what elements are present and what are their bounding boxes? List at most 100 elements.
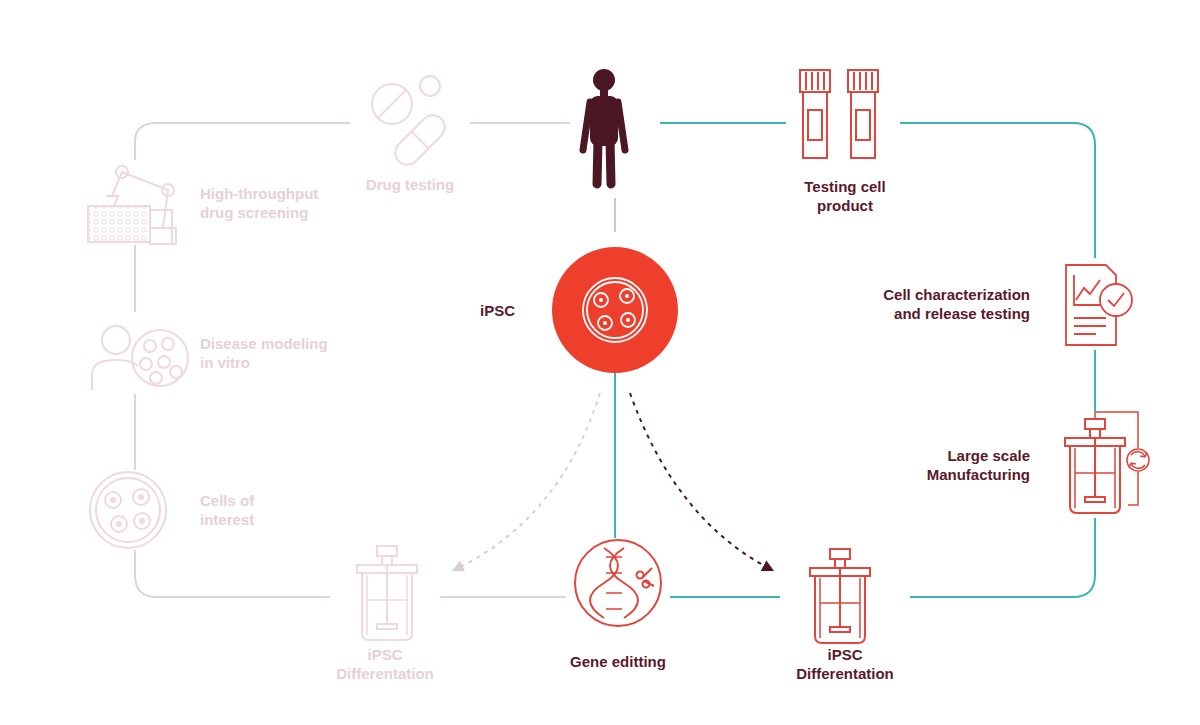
connector bbox=[134, 245, 136, 312]
figure-wires-part bbox=[614, 198, 616, 232]
connector bbox=[900, 123, 1095, 258]
cycle-icon-part bbox=[1129, 452, 1147, 468]
tube-icon-part bbox=[851, 92, 875, 158]
connector bbox=[630, 393, 772, 570]
cell-dish-icon bbox=[90, 472, 166, 548]
cell-dish-icon-part bbox=[105, 492, 121, 508]
node-text: High-throughput drug screening bbox=[200, 184, 350, 222]
step-label: Testing cell product bbox=[790, 65, 900, 215]
step-label: iPSC Differentation bbox=[330, 545, 440, 685]
patient-dish-icon-part bbox=[102, 326, 130, 354]
ipsc-circle-part bbox=[552, 247, 678, 373]
dna-icon-part bbox=[610, 548, 638, 618]
cycle-icon-part bbox=[1131, 452, 1145, 469]
figure-wires bbox=[470, 123, 786, 232]
ipsc-circle-part-part bbox=[598, 316, 612, 330]
pill-icon-part bbox=[378, 90, 406, 118]
pill-icon-part-part bbox=[412, 132, 429, 149]
bioreactor-icon bbox=[1065, 419, 1125, 513]
node-text: Cells of interest bbox=[200, 491, 300, 529]
connector bbox=[135, 550, 330, 597]
ipsc-circle-part-part bbox=[620, 289, 634, 303]
patient-dish-icon bbox=[92, 326, 188, 390]
connector bbox=[910, 518, 1095, 597]
tube-icon-part bbox=[856, 110, 870, 140]
report-icon-part bbox=[1074, 275, 1102, 305]
step-label: High-throughput drug screening bbox=[85, 160, 350, 245]
node-text: Disease modeling in vitro bbox=[200, 334, 330, 372]
report-icon-part bbox=[1076, 280, 1100, 300]
ipsc-circle-part bbox=[583, 278, 647, 342]
bioreactor-icon bbox=[810, 549, 870, 643]
node-text: Drug testing bbox=[366, 175, 454, 194]
ipsc-circle bbox=[552, 247, 678, 373]
ipsc-circle-part-part bbox=[599, 298, 603, 302]
dna-icon-part bbox=[606, 557, 622, 609]
cell-dish-icon-part bbox=[111, 498, 115, 502]
ipsc-circle-part-part bbox=[626, 318, 630, 322]
node-text: Gene editting bbox=[570, 652, 666, 671]
bioreactor-icon bbox=[357, 546, 417, 640]
cell-dish-icon-part bbox=[117, 522, 121, 526]
cycle-icon bbox=[1095, 412, 1149, 505]
cell-dish-icon-part bbox=[140, 519, 144, 523]
connector bbox=[1094, 350, 1096, 412]
human-figure-part bbox=[593, 69, 615, 91]
pill-icon-part-part bbox=[390, 110, 449, 169]
node-text: Cell characterization and release testin… bbox=[860, 285, 1030, 323]
robot-icon-part bbox=[112, 172, 168, 228]
step-label: Drug testing bbox=[350, 75, 470, 199]
pill-icon-part bbox=[372, 84, 412, 124]
human-figure-part bbox=[583, 102, 625, 150]
step-label: Cell characterization and release testin… bbox=[860, 258, 1135, 350]
robot-icon-part bbox=[88, 206, 150, 242]
report-icon-part bbox=[1100, 284, 1132, 316]
node-text: iPSC Differentation bbox=[330, 645, 440, 683]
human-figure bbox=[583, 69, 625, 184]
dna-icon-part bbox=[575, 540, 661, 626]
tube-icon-part bbox=[808, 110, 822, 140]
human-figure-part bbox=[597, 140, 611, 184]
node-text: Large scale Manufacturing bbox=[905, 446, 1030, 484]
report-icon-part bbox=[1108, 293, 1124, 306]
dna-icon bbox=[575, 540, 661, 626]
cycle-icon-part bbox=[1127, 449, 1149, 471]
tube-icon-part bbox=[854, 72, 872, 90]
patient-dish-icon-part bbox=[158, 356, 170, 368]
patient-dish-icon-part bbox=[144, 340, 156, 352]
ipsc-circle-part-part bbox=[583, 278, 647, 342]
figure-wires-part bbox=[470, 122, 570, 124]
tube-icon-part bbox=[848, 70, 878, 92]
robot-icon-part bbox=[116, 166, 128, 178]
pill-icon-part bbox=[390, 110, 449, 169]
connector bbox=[454, 393, 600, 570]
robot-icon-part bbox=[106, 196, 118, 206]
robot-icon-part bbox=[150, 228, 176, 244]
patient-dish-icon-part bbox=[150, 372, 162, 384]
dna-icon-part bbox=[642, 568, 654, 586]
tube-icon bbox=[800, 70, 878, 158]
step-label: Cells of interest bbox=[85, 470, 350, 550]
report-icon bbox=[1066, 265, 1132, 345]
ipsc-circle-part-part bbox=[621, 313, 635, 327]
pill-icon-part bbox=[420, 76, 440, 96]
step-label: Large scale Manufacturing bbox=[900, 412, 1150, 518]
tube-icon-part bbox=[803, 92, 827, 158]
ipsc-circle-part-part bbox=[603, 321, 607, 325]
cell-dish-icon-part bbox=[90, 472, 166, 548]
ipsc-circle-part bbox=[599, 294, 630, 325]
connector bbox=[614, 373, 616, 538]
human-figure-part bbox=[600, 89, 608, 97]
tube-icon-part bbox=[800, 70, 830, 92]
patient-dish-icon-part bbox=[170, 366, 182, 378]
step-label: Gene editting bbox=[566, 538, 670, 680]
node-text: Testing cell product bbox=[790, 177, 900, 215]
patient-dish-icon-part bbox=[162, 338, 174, 350]
node-text: iPSC bbox=[480, 301, 515, 320]
step-label: Disease modeling in vitro bbox=[85, 312, 350, 394]
patient-dish-icon-part bbox=[140, 358, 152, 370]
connector bbox=[440, 596, 566, 598]
